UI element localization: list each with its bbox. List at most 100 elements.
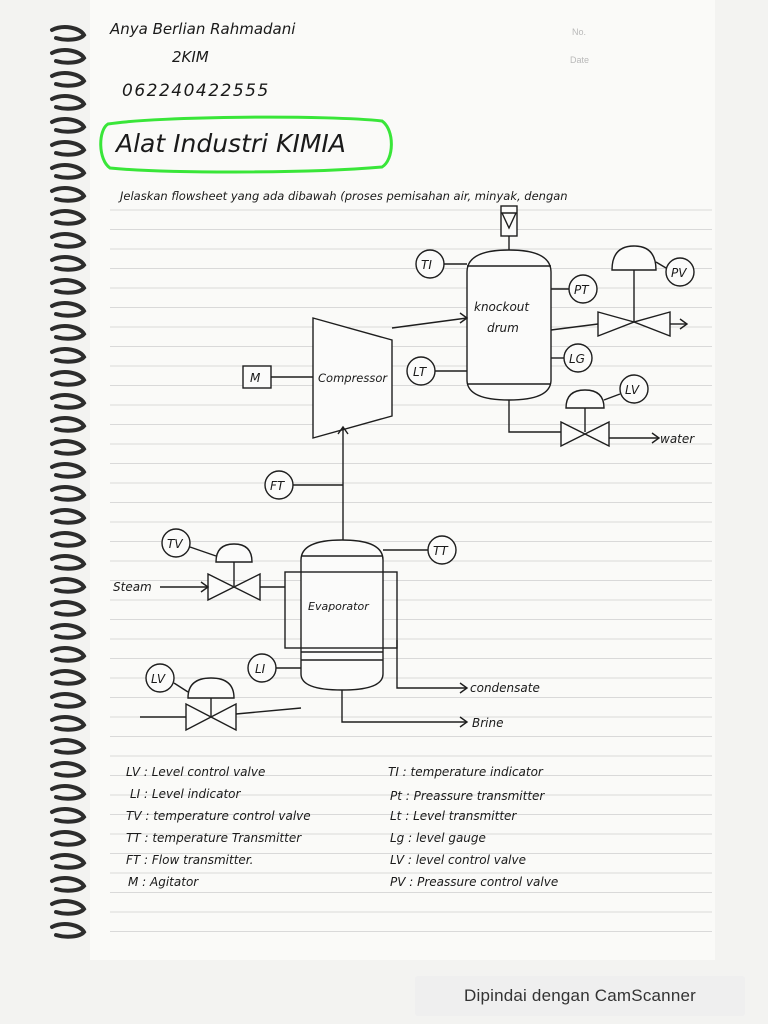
spiral-binding [50,25,87,939]
spiral-ring [50,485,87,502]
motor-label: M [250,371,261,385]
knockout-drum-label-1: knockout [474,300,530,314]
spiral-ring [50,324,87,341]
spiral-ring [50,600,87,617]
evaporator-jacket [284,571,398,649]
lv-top-label: LV [625,383,640,397]
spiral-ring [50,784,87,801]
spiral-ring [50,140,87,157]
student-name: Anya Berlian Rahmadani [109,20,296,38]
spiral-ring [50,209,87,226]
spiral-ring [50,715,87,732]
camscanner-text: Dipindai dengan CamScanner [463,986,696,1005]
flowsheet-diagram: knockout drum TI PT PV Compressor M LT [113,205,695,732]
lv-bottom-instrument [145,663,175,693]
lg-label: LG [569,352,585,366]
tv-instrument [161,528,191,558]
lt-label: LT [413,365,428,379]
spiral-ring [50,255,87,272]
spiral-ring [50,692,87,709]
spiral-ring [50,508,87,525]
water-stream-label: water [660,432,695,446]
steam-stream-label: Steam [113,580,152,594]
spiral-ring [50,25,87,42]
legend-left-item: LI : Level indicator [130,787,241,801]
question-text: Jelaskan flowsheet yang ada dibawah (pro… [118,189,568,203]
knockout-drum [466,249,552,401]
legend-left-item: FT : Flow transmitter. [126,853,253,867]
relief-valve-box [500,205,518,237]
spiral-ring [50,347,87,364]
compressor [312,317,393,439]
compressor-label: Compressor [318,371,388,385]
spiral-ring [50,232,87,249]
camscanner-watermark: Dipindai dengan CamScanner [415,976,745,1016]
legend-left-item: TT : temperature Transmitter [126,831,302,845]
legend-right-item: TI : temperature indicator [388,765,544,779]
legend-right-item: LV : level control valve [390,853,526,867]
spiral-ring [50,646,87,663]
pv-label: PV [671,266,687,280]
title-highlight [99,115,393,174]
spiral-ring [50,669,87,686]
spiral-ring [50,117,87,134]
legend-left-item: M : Agitator [128,875,199,889]
page-title: Alat Industri KIMIA [114,129,346,158]
spiral-ring [50,416,87,433]
spiral-ring [50,370,87,387]
lv-top-instrument [619,374,649,404]
spiral-ring [50,439,87,456]
li-label: LI [255,662,266,676]
spiral-ring [50,186,87,203]
spiral-ring [50,278,87,295]
spiral-ring [50,807,87,824]
legend-right-item: PV : Preassure control valve [390,875,558,889]
evaporator-label: Evaporator [308,600,370,613]
brine-stream-label: Brine [472,716,504,730]
lv-top-valve [560,420,610,448]
legend-left-item: TV : temperature control valve [126,809,311,823]
tv-actuator [215,543,253,563]
spiral-ring [50,876,87,893]
legend: LV : Level control valve LI : Level indi… [126,765,558,889]
relief-valve-symbol [500,212,518,230]
pv-instrument [665,257,695,287]
spiral-ring [50,853,87,870]
no-field-label: No. [572,27,587,37]
legend-right-item: Lt : Level transmitter [390,809,517,823]
legend-left-item: LV : Level control valve [126,765,265,779]
spiral-ring [50,623,87,640]
student-id: 062240422555 [122,81,270,101]
lv-bottom-label: LV [151,672,166,686]
spiral-ring [50,531,87,548]
ruled-lines [110,209,712,932]
lv-top-actuator [565,389,605,409]
spiral-ring [50,830,87,847]
spiral-ring [50,71,87,88]
tv-label: TV [167,537,183,551]
spiral-ring [50,554,87,571]
legend-right-item: Lg : level gauge [390,831,486,845]
spiral-ring [50,94,87,111]
knockout-drum-label-2: drum [487,321,519,335]
student-class: 2KIM [172,48,209,66]
spiral-ring [50,922,87,939]
spiral-ring [50,462,87,479]
tt-label: TT [433,544,449,558]
evaporator [300,539,384,691]
pv-actuator [611,245,657,271]
spiral-ring [50,301,87,318]
spiral-ring [50,761,87,778]
spiral-ring [50,48,87,65]
date-field-label: Date [570,55,590,65]
spiral-ring [50,393,87,410]
spiral-ring [50,738,87,755]
ft-label: FT [270,479,286,493]
spiral-ring [50,899,87,916]
pt-label: PT [574,283,590,297]
spiral-ring [50,577,87,594]
spiral-ring [50,163,87,180]
legend-right-item: Pt : Preassure transmitter [390,789,545,803]
ti-label: TI [421,258,432,272]
